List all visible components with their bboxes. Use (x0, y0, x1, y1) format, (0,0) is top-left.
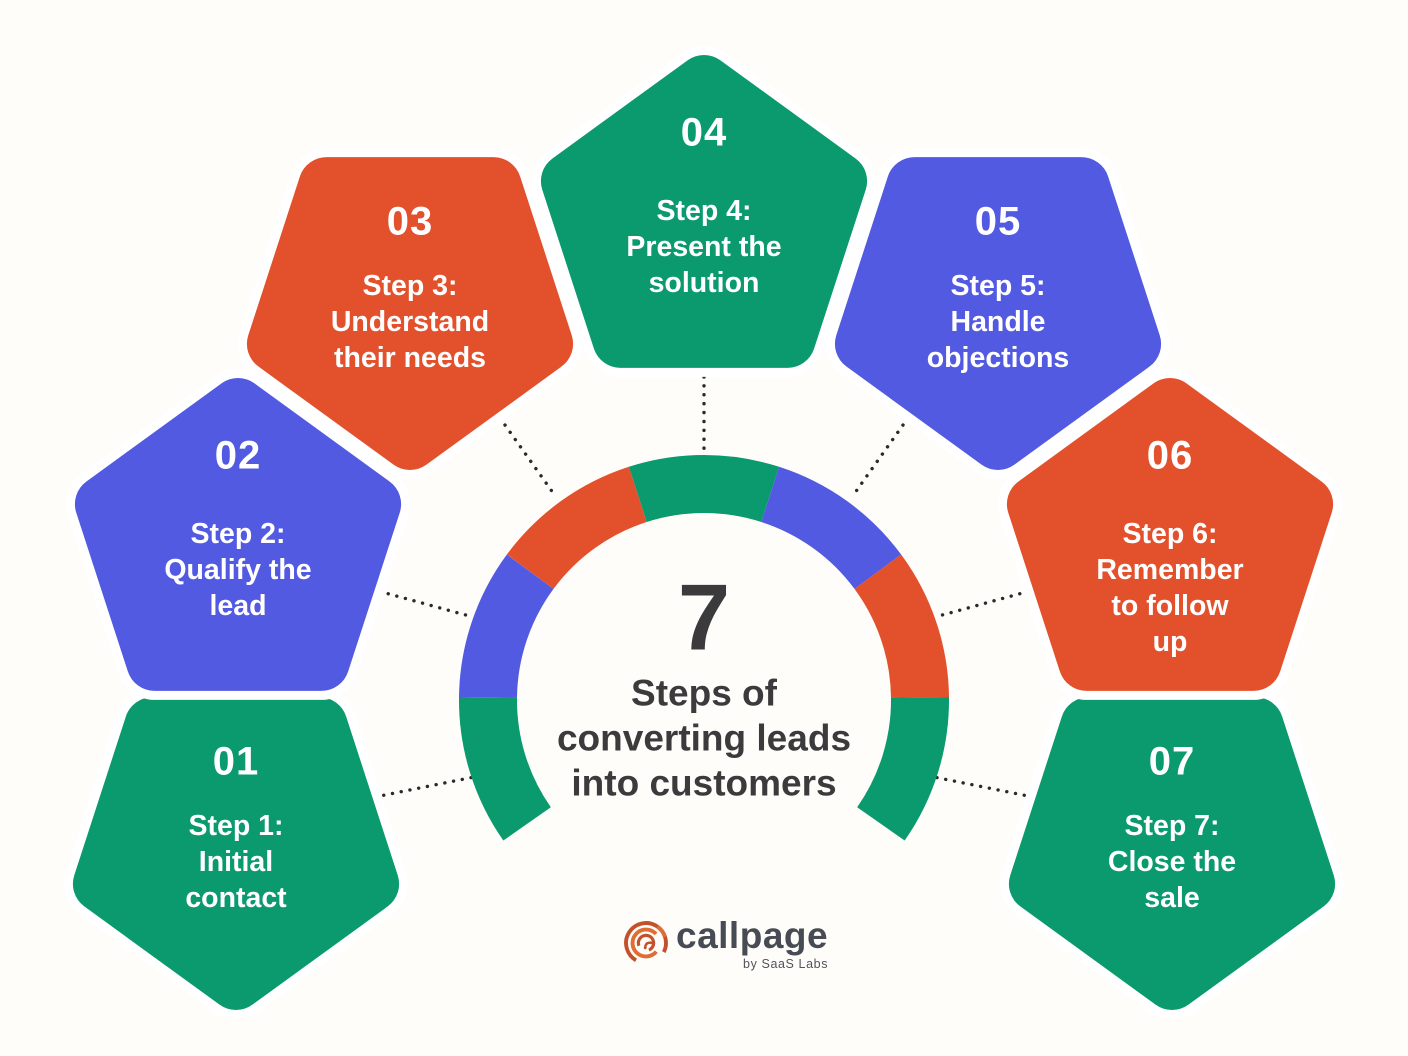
dotted-connector-1 (373, 775, 476, 799)
dotted-connector-3 (503, 423, 558, 499)
step-5-number: 05 (974, 199, 1022, 244)
dotted-connector-7 (932, 775, 1035, 799)
center-title-line-2: converting leads (556, 717, 852, 759)
pentagon-step-6 (1006, 378, 1334, 691)
pentagon-step-1 (72, 697, 400, 1010)
center-title-line-3: into customers (571, 762, 837, 804)
step-2-label: Step 2: Qualify the lead (164, 518, 312, 622)
step-5-label: Step 5: Handle objections (926, 270, 1070, 374)
center-title: 7 Steps of converting leads into custome… (494, 564, 914, 806)
step-3-label: Step 3: Understand their needs (330, 270, 490, 374)
ring-segment-6 (854, 554, 949, 699)
step-6-label: Step 6: Remember to follow up (1096, 518, 1244, 658)
dotted-connector-5 (850, 423, 905, 499)
step-4-number: 04 (680, 110, 728, 155)
pentagon-step-7 (1008, 697, 1336, 1010)
step-2-number: 02 (214, 433, 262, 478)
ring-segment-2 (459, 554, 554, 699)
step-6-number: 06 (1146, 433, 1194, 478)
ring-segment-3 (506, 466, 648, 590)
dotted-connector-6 (933, 587, 1039, 619)
ring-segment-4 (628, 455, 780, 523)
step-1-label: Step 1: Initial contact (185, 810, 287, 914)
pentagon-step-5 (834, 157, 1162, 470)
step-7-label: Step 7: Close the sale (1107, 810, 1237, 914)
center-title-line-1: Steps of (631, 672, 777, 714)
callpage-logo: callpage by SaaS Labs (620, 914, 828, 972)
ring-segment-1 (459, 696, 552, 841)
center-big-number: 7 (677, 564, 731, 670)
step-7-number: 07 (1148, 739, 1196, 784)
ring-segment-7 (856, 696, 949, 841)
step-4-label: Step 4: Present the solution (626, 195, 782, 299)
step-3-number: 03 (386, 199, 434, 244)
callpage-phone-rings-icon (624, 921, 668, 965)
step-1-number: 01 (212, 739, 260, 784)
pentagon-step-4 (540, 55, 868, 368)
ring-segment-5 (760, 466, 902, 590)
callpage-byline: by SaaS Labs (743, 956, 829, 971)
pentagon-step-3 (246, 157, 574, 470)
dotted-connector-2 (369, 587, 475, 619)
callpage-brand: callpage (676, 914, 829, 956)
pentagon-step-2 (74, 378, 402, 691)
